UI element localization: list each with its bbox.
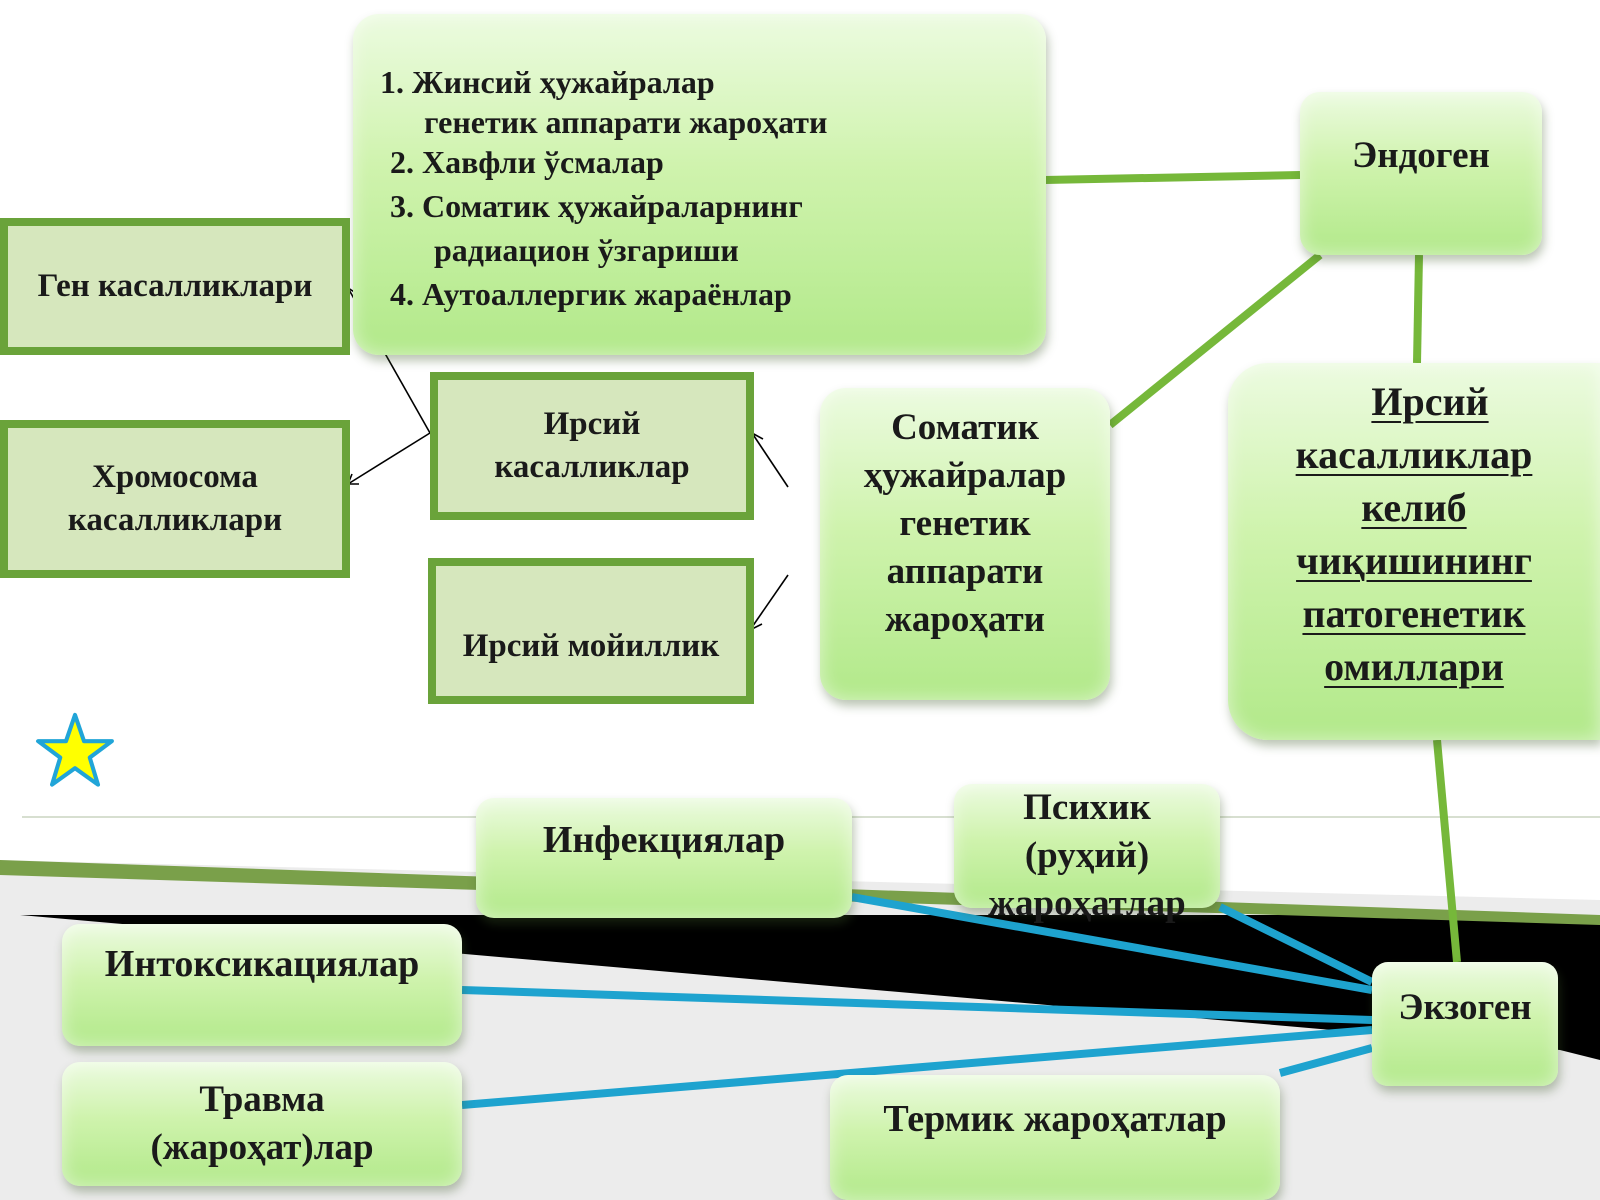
somatic-damage-line5: жароҳати — [885, 599, 1045, 640]
list-item: 3. Соматик ҳужайраларнинг — [390, 188, 803, 224]
gene-diseases-box: Ген касалликлари — [0, 218, 350, 355]
endogen-label: Эндоген — [1352, 135, 1490, 176]
trauma-line1: Травма — [199, 1079, 325, 1120]
exogen-box: Экзоген — [1372, 962, 1558, 1086]
intoxications-box: Интоксикациялар — [62, 924, 462, 1046]
list-item: радиацион ўзгариши — [434, 232, 739, 268]
psychic-line1: Психик — [1023, 787, 1151, 828]
list-item: генетик аппарати жароҳати — [424, 104, 828, 140]
title-box: Ирсий касалликлар келиб чиқишининг патог… — [1228, 363, 1600, 740]
psychic-line2: (руҳий) — [1024, 835, 1150, 876]
chromosome-diseases-line1: Хромосома — [92, 459, 258, 496]
list-item: 2. Хавфли ўсмалар — [390, 144, 664, 180]
hereditary-predisposition-label: Ирсий мойиллик — [462, 627, 720, 664]
somatic-damage-line3: генетик — [899, 503, 1031, 544]
list-item: 4. Аутоаллергик жараёнлар — [390, 276, 792, 312]
somatic-damage-line1: Соматик — [891, 407, 1039, 448]
psychic-trauma-box: Психик (руҳий) жароҳатлар — [954, 784, 1220, 924]
trauma-line2: (жароҳат)лар — [150, 1127, 374, 1168]
hereditary-predisposition-box: Ирсий мойиллик — [428, 558, 754, 704]
exogen-label: Экзоген — [1398, 987, 1532, 1028]
psychic-line3: жароҳатлар — [988, 883, 1186, 924]
infections-box: Инфекциялар — [476, 798, 852, 918]
chromosome-diseases-box: Хромосома касалликлари — [0, 420, 350, 578]
list-item: 1. Жинсий ҳужайралар — [380, 64, 715, 100]
endogen-box: Эндоген — [1300, 92, 1542, 255]
hereditary-diseases-line1: Ирсий — [543, 406, 641, 443]
hereditary-diseases-line2: касалликлар — [494, 449, 690, 485]
somatic-damage-box: Соматик ҳужайралар генетик аппарати жаро… — [820, 388, 1110, 700]
thermal-trauma-label: Термик жароҳатлар — [883, 1098, 1227, 1140]
somatic-damage-line2: ҳужайралар — [863, 455, 1067, 496]
title-line6: омиллари — [1324, 644, 1504, 689]
intoxications-label: Интоксикациялар — [104, 943, 420, 985]
title-line4: чиқишининг — [1296, 538, 1532, 583]
title-line1: Ирсий — [1371, 379, 1489, 424]
title-line5: патогенетик — [1302, 591, 1526, 636]
pathogenesis-list: 1. Жинсий ҳужайралар генетик аппарати жа… — [377, 60, 827, 316]
infections-label: Инфекциялар — [542, 819, 786, 861]
star-icon — [36, 712, 114, 787]
trauma-box: Травма (жароҳат)лар — [62, 1062, 462, 1186]
chromosome-diseases-line2: касалликлари — [67, 502, 283, 538]
gene-diseases-label: Ген касалликлари — [37, 268, 313, 305]
title-line3: келиб — [1361, 485, 1467, 530]
pathogenesis-list-box: 1. Жинсий ҳужайралар генетик аппарати жа… — [353, 14, 1046, 355]
somatic-damage-line4: аппарати — [886, 551, 1044, 592]
hereditary-diseases-box: Ирсий касалликлар — [430, 372, 754, 520]
thermal-trauma-box: Термик жароҳатлар — [830, 1075, 1280, 1200]
title-line2: касалликлар — [1295, 432, 1533, 477]
